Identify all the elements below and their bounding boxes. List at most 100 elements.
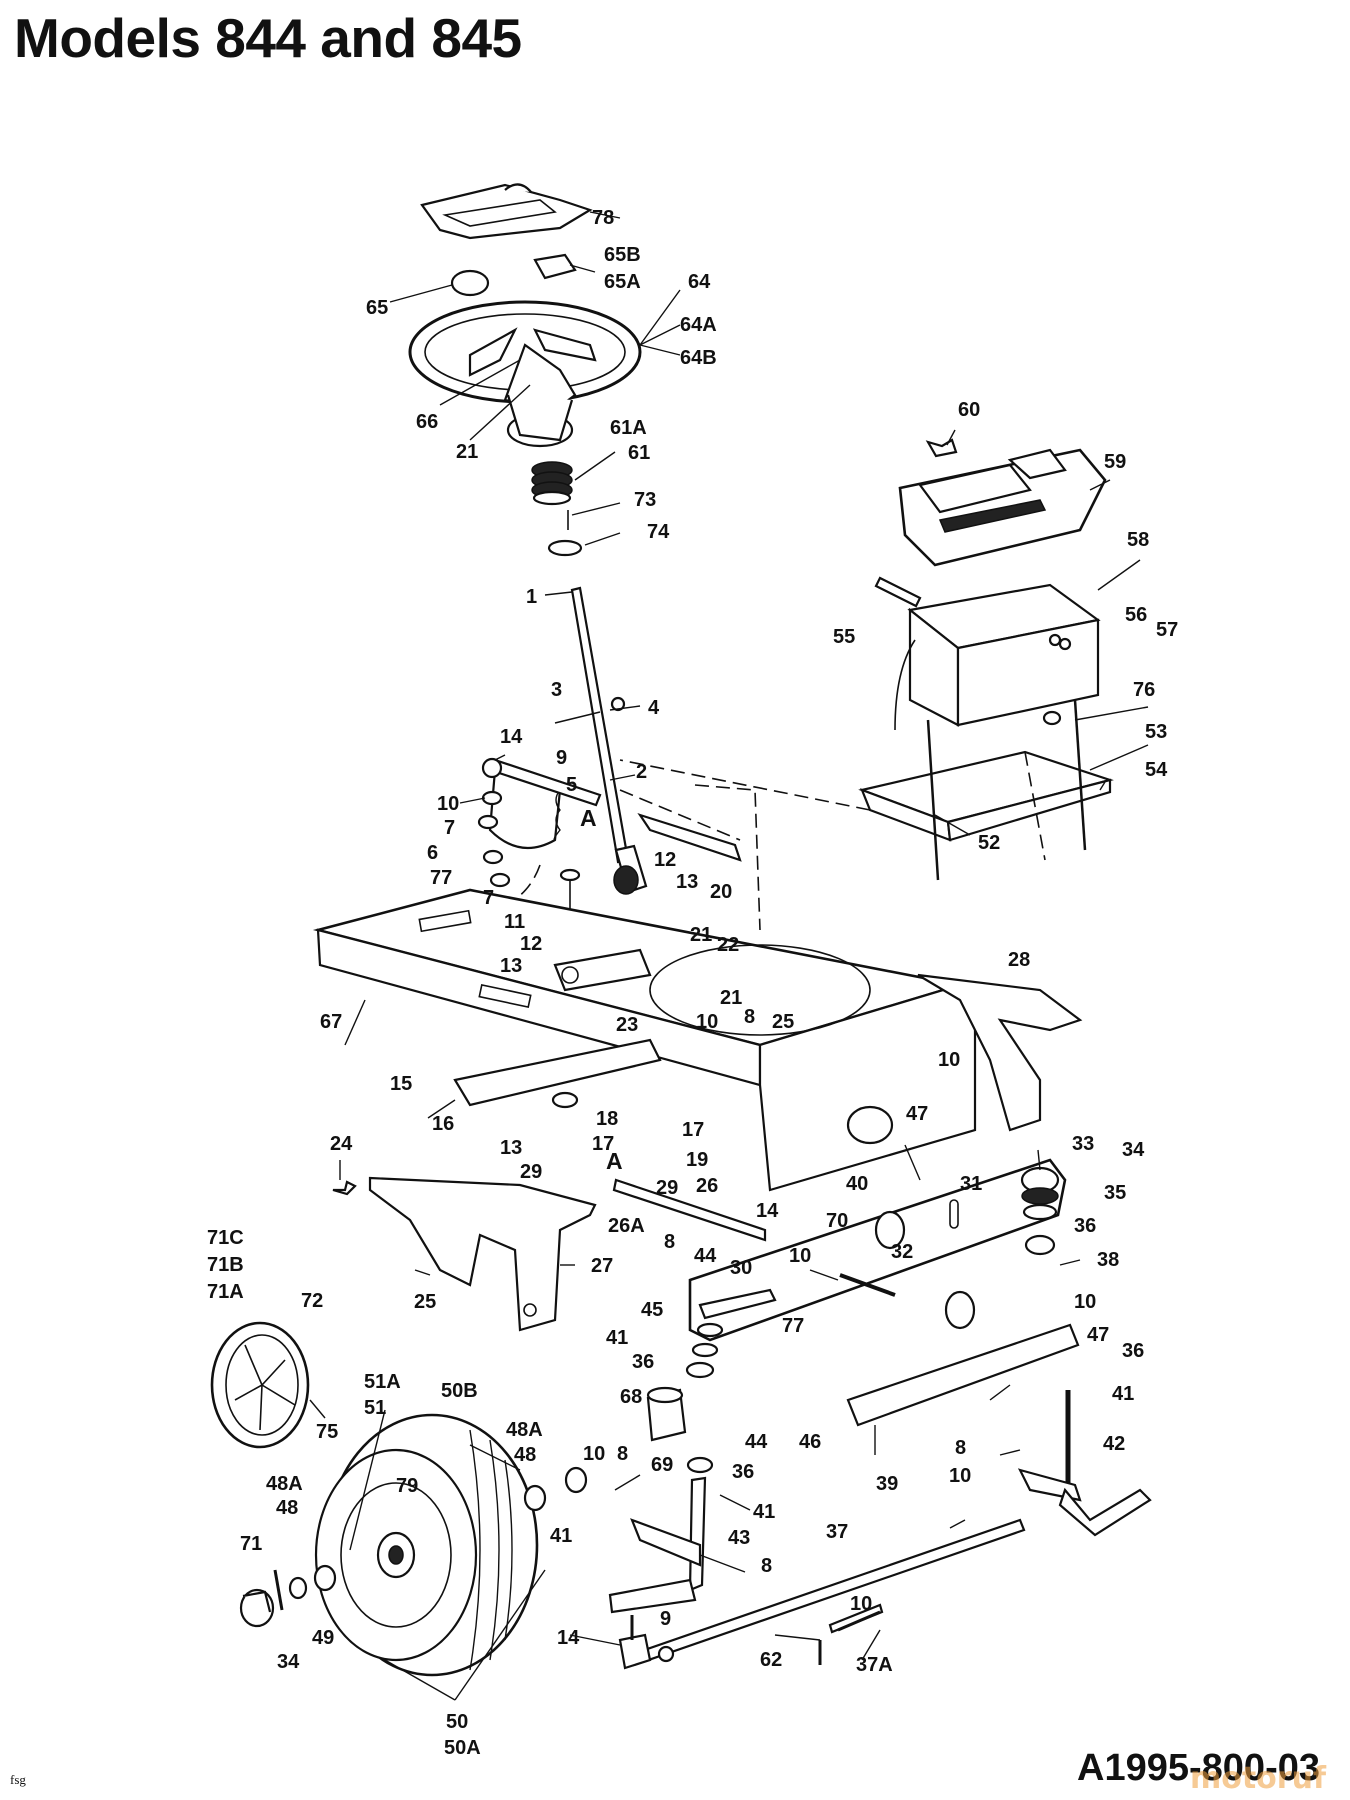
callout-7: 7 — [444, 817, 456, 839]
callout-50: 50 — [446, 1711, 469, 1733]
callout-21b: 21 — [690, 924, 713, 946]
callout-74: 74 — [647, 521, 670, 543]
callout-61: 61 — [628, 442, 651, 464]
callout-a2: A — [606, 1148, 623, 1174]
callout-10d: 10 — [789, 1245, 812, 1267]
callout-10e: 10 — [1074, 1291, 1097, 1313]
callout-78: 78 — [592, 207, 615, 229]
callout-21c: 21 — [720, 987, 743, 1009]
callout-9: 9 — [556, 747, 568, 769]
callout-71c: 71C — [207, 1227, 244, 1249]
watermark-logo: motoruf — [1189, 1761, 1326, 1796]
callout-13: 13 — [676, 871, 699, 893]
callout-67: 67 — [320, 1011, 343, 1033]
callout-14b: 14 — [756, 1200, 779, 1222]
callout-29b: 29 — [656, 1177, 679, 1199]
callout-43: 43 — [728, 1527, 751, 1549]
callout-70: 70 — [826, 1210, 849, 1232]
leader-lines — [309, 211, 1149, 1701]
callout-9b: 9 — [660, 1608, 672, 1630]
callout-77: 77 — [430, 867, 453, 889]
callout-38: 38 — [1097, 1249, 1120, 1271]
callout-10h: 10 — [850, 1593, 873, 1615]
callout-76: 76 — [1133, 679, 1156, 701]
callout-48a: 48A — [506, 1419, 543, 1441]
callout-17: 17 — [682, 1119, 705, 1141]
callout-25: 25 — [772, 1011, 795, 1033]
callout-39: 39 — [876, 1473, 899, 1495]
callout-8e: 8 — [761, 1555, 773, 1577]
callout-5: 5 — [566, 774, 578, 796]
right-spindle-part — [1017, 1390, 1152, 1537]
callout-65a: 65A — [604, 271, 641, 293]
callout-51a: 51A — [364, 1371, 401, 1393]
callout-30: 30 — [730, 1257, 753, 1279]
page-title: Models 844 and 845 — [14, 7, 522, 69]
callout-50a: 50A — [444, 1737, 481, 1759]
callout-10c: 10 — [938, 1049, 961, 1071]
callout-8c: 8 — [955, 1437, 967, 1459]
callout-66: 66 — [416, 411, 439, 433]
callout-26a: 26A — [608, 1215, 645, 1237]
callout-71: 71 — [240, 1533, 263, 1555]
callout-68: 68 — [620, 1386, 643, 1408]
spring-part — [531, 461, 573, 506]
callout-31: 31 — [960, 1173, 983, 1195]
callout-48b: 48 — [276, 1497, 299, 1519]
horn-cap-part — [450, 269, 490, 297]
callout-48: 48 — [514, 1444, 537, 1466]
callout-75: 75 — [316, 1421, 339, 1443]
emblem-part — [533, 253, 577, 280]
callout-11: 11 — [504, 911, 526, 933]
callout-49: 49 — [312, 1627, 335, 1649]
callout-47: 47 — [906, 1103, 929, 1125]
callout-2: 2 — [636, 761, 648, 783]
callout-46: 46 — [799, 1431, 822, 1453]
callout-10g: 10 — [583, 1443, 606, 1465]
bushing-part — [547, 539, 583, 557]
battery-part — [894, 583, 1101, 731]
callout-58: 58 — [1127, 529, 1150, 551]
callout-a: A — [580, 805, 597, 831]
callout-24: 24 — [330, 1133, 353, 1155]
callout-51: 51 — [364, 1397, 387, 1419]
callout-13c: 13 — [500, 1137, 523, 1159]
callout-12: 12 — [654, 849, 677, 871]
callout-1: 1 — [526, 586, 538, 608]
callout-7b: 7 — [483, 887, 495, 909]
callout-14: 14 — [500, 726, 523, 748]
callout-59: 59 — [1104, 451, 1127, 473]
callout-12b: 12 — [520, 933, 543, 955]
callout-19: 19 — [686, 1149, 709, 1171]
callout-8d: 8 — [617, 1443, 629, 1465]
callout-34: 34 — [1122, 1139, 1145, 1161]
document-number: A1995-800-03 — [1077, 1747, 1320, 1789]
callout-50b: 50B — [441, 1380, 478, 1402]
callout-13b: 13 — [500, 955, 523, 977]
callout-33: 33 — [1072, 1133, 1095, 1155]
axle-support-part — [846, 1323, 1080, 1427]
callout-40: 40 — [846, 1173, 869, 1195]
left-spindle-part — [608, 1456, 714, 1614]
callout-60: 60 — [958, 399, 981, 421]
callout-20: 20 — [710, 881, 733, 903]
callout-28: 28 — [1008, 949, 1031, 971]
callout-65: 65 — [366, 297, 389, 319]
callout-54: 54 — [1145, 759, 1168, 781]
callout-25b: 25 — [414, 1291, 437, 1313]
callout-71b: 71B — [207, 1254, 244, 1276]
callout-10b: 10 — [696, 1011, 719, 1033]
callout-73: 73 — [634, 489, 657, 511]
callout-45: 45 — [641, 1299, 664, 1321]
steering-wheel-part — [408, 300, 642, 448]
callout-17b: 17 — [592, 1133, 615, 1155]
callout-32: 32 — [891, 1241, 914, 1263]
callout-55: 55 — [833, 626, 856, 648]
callout-71a: 71A — [207, 1281, 244, 1303]
callout-64a: 64A — [680, 314, 717, 336]
callout-27: 27 — [591, 1255, 614, 1277]
callout-22: 22 — [717, 934, 740, 956]
callout-41c: 41 — [753, 1501, 776, 1523]
callout-3: 3 — [551, 679, 563, 701]
